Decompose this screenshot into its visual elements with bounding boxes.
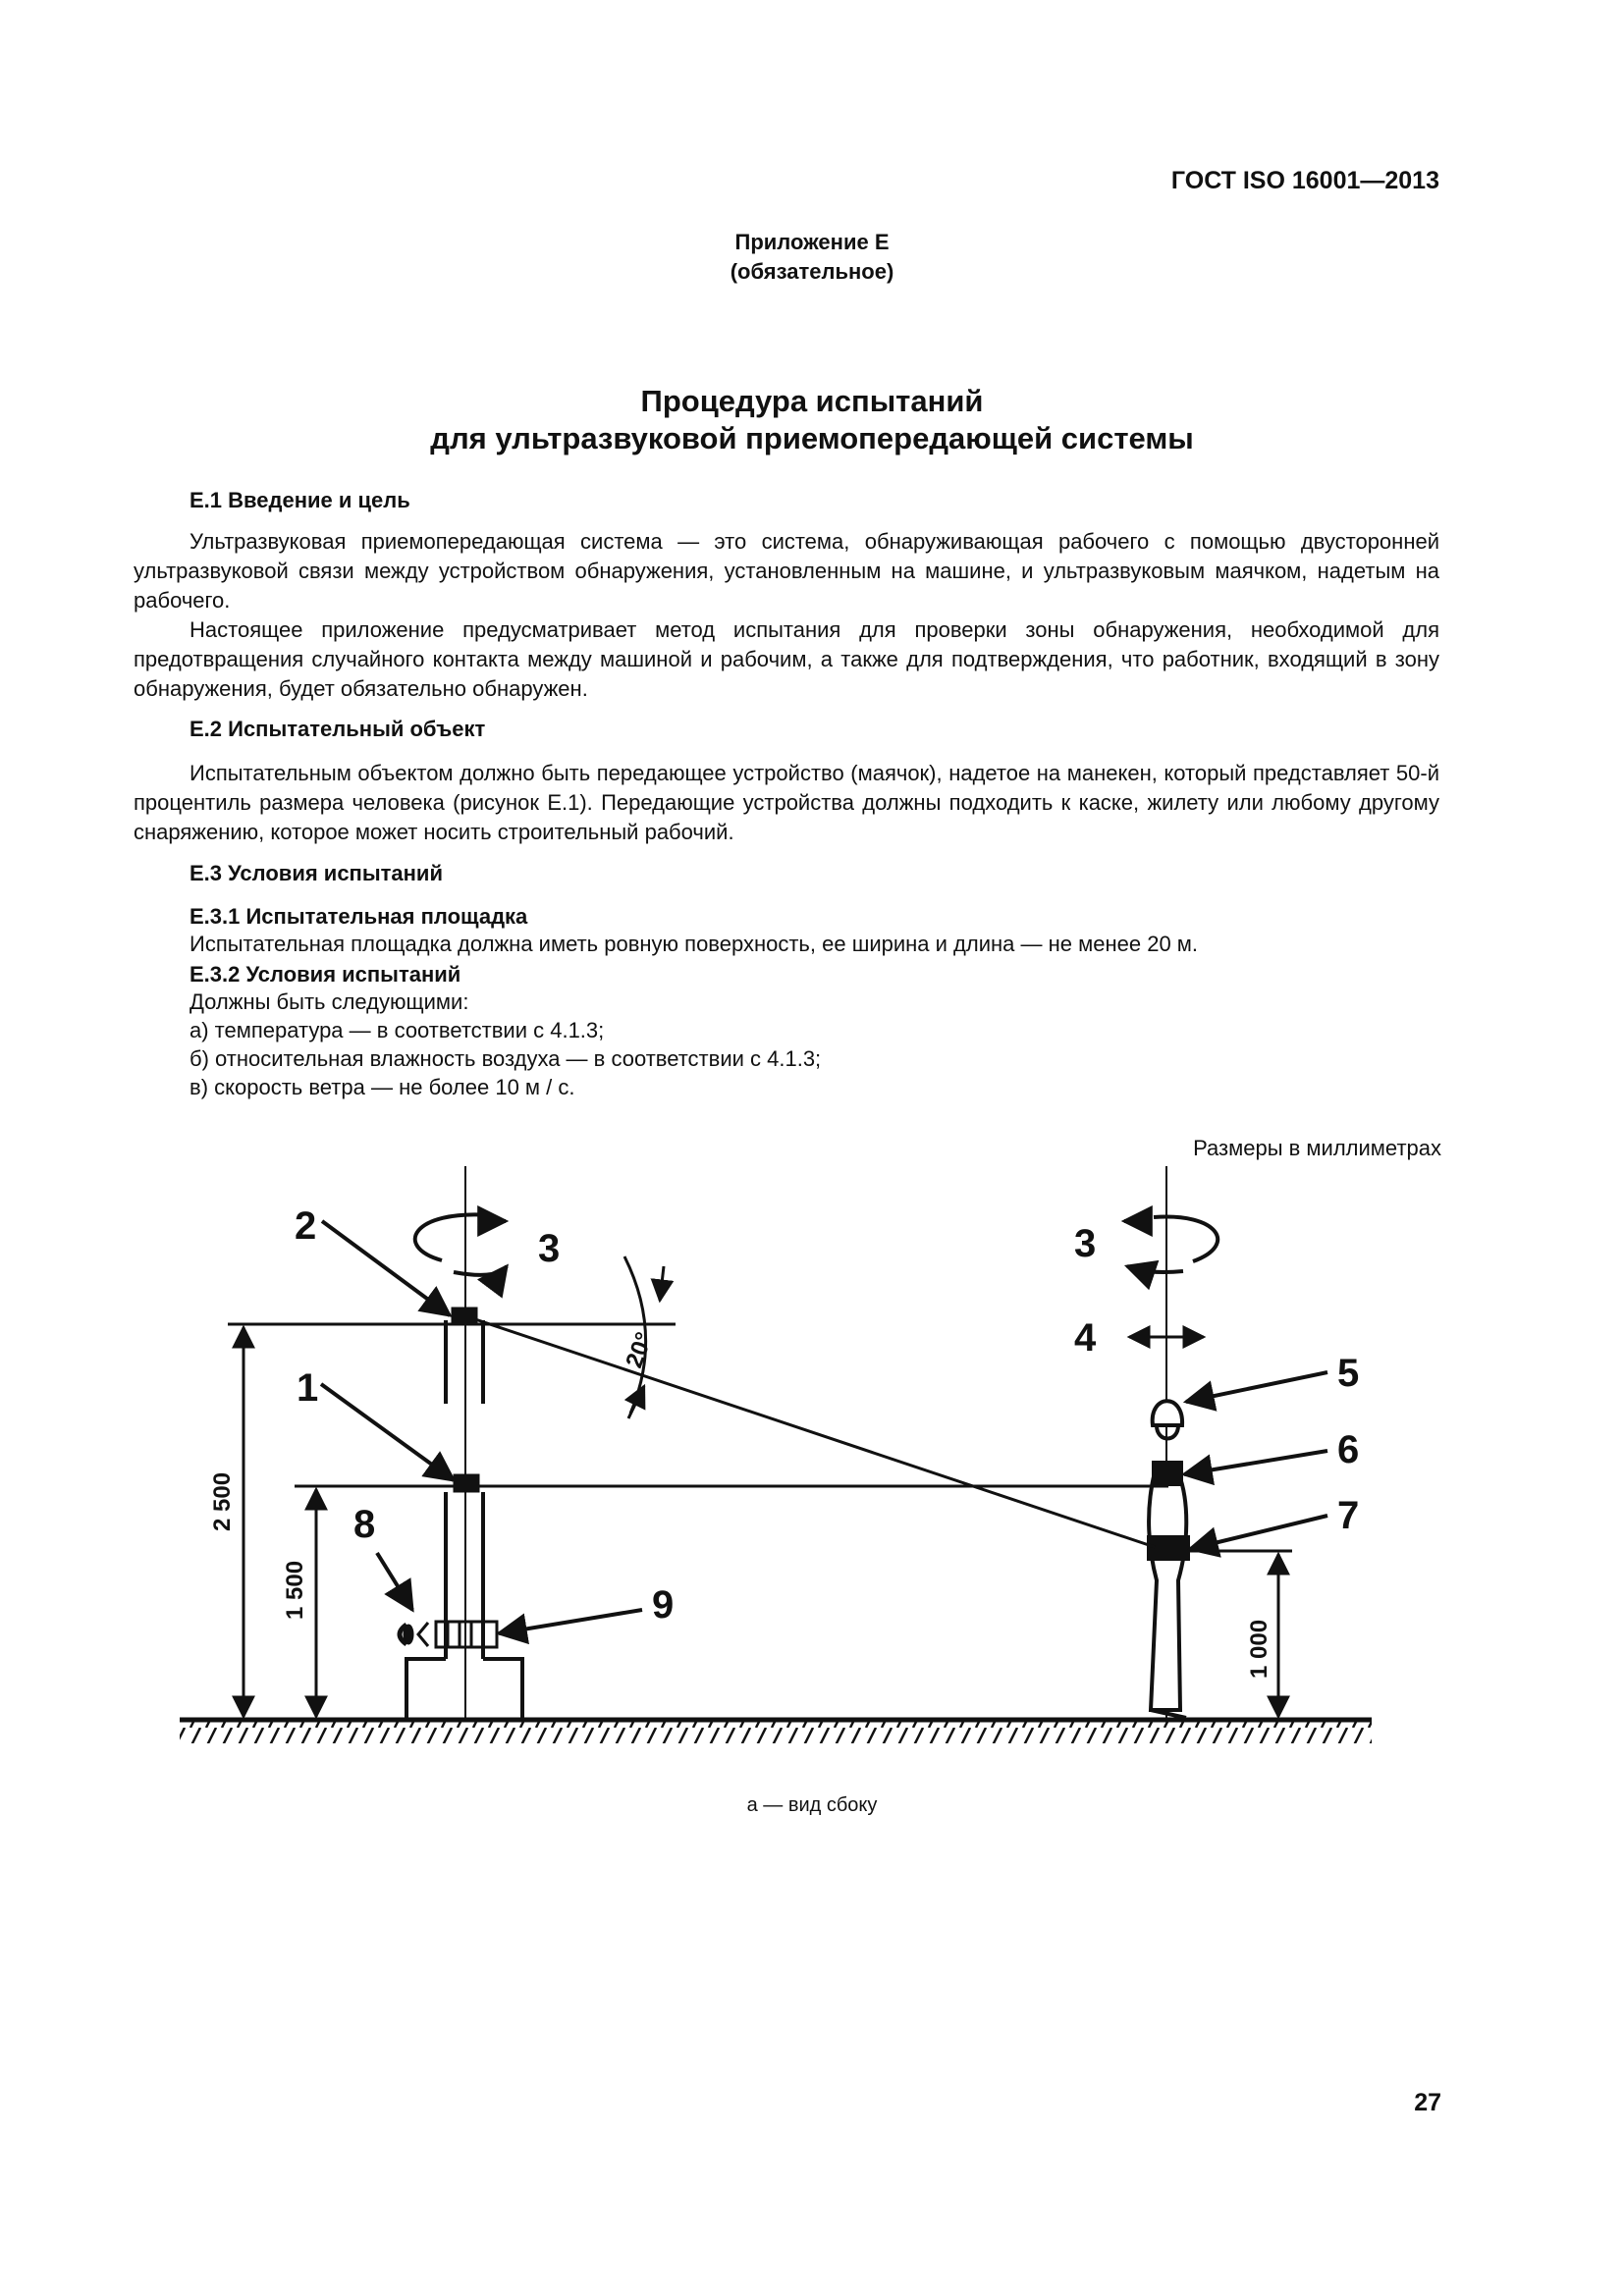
callout-6: 6 [1337,1428,1359,1471]
figure-caption: а — вид сбоку [746,1794,878,1816]
callout-2: 2 [295,1204,316,1248]
helmet-icon [1150,1399,1185,1427]
vest-transmitter-icon [1152,1461,1183,1486]
angle-label: 20° [621,1329,658,1371]
standard-number: ГОСТ ISO 16001—2013 [1170,167,1439,194]
rotation-arrow-left-icon [412,1205,510,1299]
callout-8: 8 [353,1503,375,1546]
document-title: Процедура испытаний для ультразвуковой п… [0,383,1624,457]
callout-9: 9 [652,1583,674,1627]
dimensions-note: Размеры в миллиметрах [1193,1136,1441,1160]
dimension-2500: 2 500 [209,1472,236,1531]
leader-lines [319,1219,1328,1645]
detector-1-icon [453,1473,480,1493]
ground-line [180,1717,1372,1743]
dimension-1500: 1 500 [282,1561,308,1620]
callout-3-right: 3 [1074,1222,1096,1265]
section-e31-heading: Е.3.1 Испытательная площадка [189,904,528,929]
annex-status: (обязательное) [730,259,894,284]
section-e2-paragraph: Испытательным объектом должно быть перед… [134,761,1439,844]
title-line-1: Процедура испытаний [640,384,984,418]
callout-4: 4 [1074,1316,1097,1360]
dimension-1000: 1 000 [1246,1620,1272,1679]
section-e32-heading: Е.3.2 Условия испытаний [189,962,461,987]
detection-ray [474,1317,1156,1549]
section-e2-heading: Е.2 Испытательный объект [189,717,486,741]
list-item: в) скорость ветра — не более 10 м / с. [189,1075,575,1099]
annex-heading: Приложение Е (обязательное) [0,228,1624,287]
reference-lines [228,1255,1292,1553]
dimension-lines [232,1324,1290,1720]
section-e3-heading: Е.3 Условия испытаний [189,861,443,885]
callout-5: 5 [1337,1352,1359,1395]
list-item: б) относительная влажность воздуха — в с… [189,1046,822,1071]
detector-2-icon [451,1307,478,1326]
section-e1-paragraph-1: Ультразвуковая приемопередающая система … [134,529,1439,613]
callout-3-left: 3 [538,1227,560,1270]
section-e1-paragraph-2: Настоящее приложение предусматривает мет… [134,617,1439,701]
belt-transmitter-icon [1147,1535,1190,1561]
page-number: 27 [1414,2089,1441,2116]
annex-title: Приложение Е [734,230,890,254]
mannequin [1147,1399,1190,1720]
section-e1-heading: Е.1 Введение и цель [189,488,410,512]
list-item: а) температура — в соответствии с 4.1.3; [189,1018,605,1042]
section-e31-text: Испытательная площадка должна иметь ровн… [189,932,1199,956]
callout-7: 7 [1337,1494,1359,1537]
title-line-2: для ультразвуковой приемопередающей сист… [430,421,1194,455]
callout-1: 1 [297,1366,318,1410]
alarm-8-icon [416,1622,430,1647]
section-e32-intro: Должны быть следующими: [189,989,469,1014]
